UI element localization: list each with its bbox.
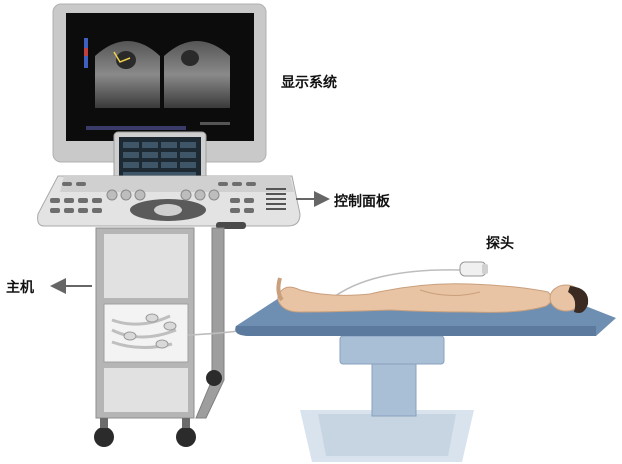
probe — [460, 262, 488, 276]
control-panel-label: 控制面板 — [334, 191, 390, 211]
scan-image-left — [95, 41, 160, 108]
control-panel — [38, 176, 300, 229]
scan-image-right — [164, 41, 230, 108]
exam-table — [235, 296, 616, 462]
host-cart — [94, 228, 224, 447]
display-system-label: 显示系统 — [281, 72, 337, 92]
host-label: 主机 — [6, 277, 34, 297]
probe-label: 探头 — [486, 233, 514, 253]
